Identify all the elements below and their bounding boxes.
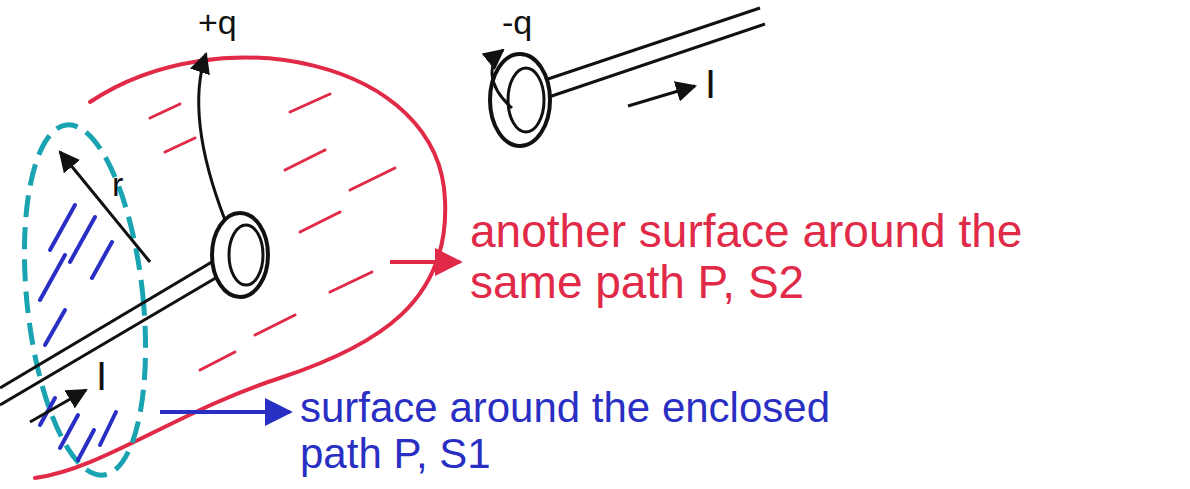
hatch-line bbox=[45, 310, 65, 345]
hatch-line bbox=[300, 212, 340, 232]
hatch-line bbox=[100, 412, 116, 445]
hatch-line bbox=[285, 150, 325, 170]
wire bbox=[0, 266, 236, 405]
surface-s2-hatching bbox=[150, 94, 395, 370]
hatch-line bbox=[40, 255, 65, 300]
capacitor-plate-rim bbox=[229, 225, 263, 285]
hatch-line bbox=[200, 352, 235, 370]
annotation-arrow bbox=[160, 410, 290, 414]
current-arrow bbox=[628, 86, 695, 106]
hatch-line bbox=[330, 272, 372, 292]
charge-arrow bbox=[199, 54, 225, 220]
hatch-line bbox=[60, 415, 78, 448]
charge-label: -q bbox=[502, 4, 532, 41]
current-label: I bbox=[705, 62, 716, 106]
radius-label: r bbox=[112, 166, 123, 203]
hatch-line bbox=[78, 430, 94, 460]
radius-arrow bbox=[60, 152, 150, 262]
capacitor-plate-rim bbox=[508, 68, 544, 132]
hatch-line bbox=[70, 217, 95, 262]
hatch-line bbox=[350, 168, 395, 190]
charge-label: +q bbox=[198, 4, 237, 41]
capacitor-plate bbox=[212, 213, 268, 297]
hatch-line bbox=[50, 205, 75, 250]
annotation-text: another surface around the same path P, … bbox=[470, 206, 1030, 307]
current-label: I bbox=[96, 354, 107, 398]
wire bbox=[534, 24, 765, 102]
hatch-line bbox=[165, 138, 195, 152]
hatch-line bbox=[290, 94, 330, 112]
annotation-text: surface around the enclosed path P, S1 bbox=[300, 385, 920, 477]
hatch-line bbox=[92, 242, 112, 278]
capacitor-plate bbox=[490, 54, 550, 146]
path-p-rim bbox=[9, 119, 161, 481]
hatch-line bbox=[255, 315, 295, 335]
wire bbox=[0, 250, 232, 388]
annotation-arrow bbox=[390, 260, 460, 264]
current-arrow bbox=[30, 390, 86, 422]
charge-arrow bbox=[492, 50, 512, 108]
wire bbox=[530, 8, 760, 85]
surface-s1-hatching bbox=[40, 205, 116, 460]
hatch-line bbox=[150, 104, 180, 118]
